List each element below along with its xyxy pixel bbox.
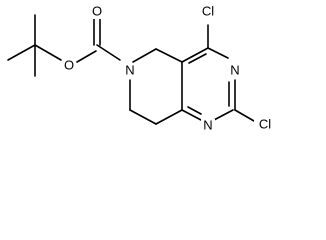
atom-chlorine-2: Cl xyxy=(259,116,271,131)
atom-ring-nitrogen: N xyxy=(125,62,134,77)
bond-c8-c8a xyxy=(155,109,183,125)
atom-labels: O O N N N Cl Cl xyxy=(62,3,276,133)
tetrahydropyridine-ring xyxy=(129,48,183,125)
carbamate-group xyxy=(76,17,121,63)
atom-pyrimidine-nitrogen-1: N xyxy=(203,117,212,132)
atom-pyrimidine-nitrogen-3: N xyxy=(230,62,239,77)
chemical-structure: O O N N N Cl Cl xyxy=(7,3,276,133)
atom-carbonyl-oxygen: O xyxy=(92,3,102,18)
bond-c2-n1 xyxy=(213,109,234,121)
bond-tbu-methyl-left xyxy=(7,44,36,61)
bond-c4-n3 xyxy=(207,47,229,59)
bond-tbu-to-ester-oxygen xyxy=(34,44,62,61)
atom-ester-oxygen: O xyxy=(64,57,74,72)
bond-ester-oxygen-to-carbonyl-carbon xyxy=(76,50,97,63)
bond-n6-c5 xyxy=(132,48,157,63)
bond-c2-cl xyxy=(234,109,255,122)
bond-c4a-c4-inner xyxy=(188,53,207,64)
atom-chlorine-4: Cl xyxy=(202,3,214,18)
bond-n1-c8a xyxy=(181,109,202,121)
tert-butyl-group xyxy=(7,14,62,77)
bond-n1-c8a-inner xyxy=(187,106,202,115)
chlorine-substituents xyxy=(207,24,255,122)
bond-c4a-c4 xyxy=(181,47,209,63)
pyrimidine-ring xyxy=(181,47,236,121)
bond-carbonyl-carbon-to-nitrogen xyxy=(96,44,121,61)
bond-c5-c4a xyxy=(155,48,183,63)
bond-c7-c8 xyxy=(129,109,157,125)
